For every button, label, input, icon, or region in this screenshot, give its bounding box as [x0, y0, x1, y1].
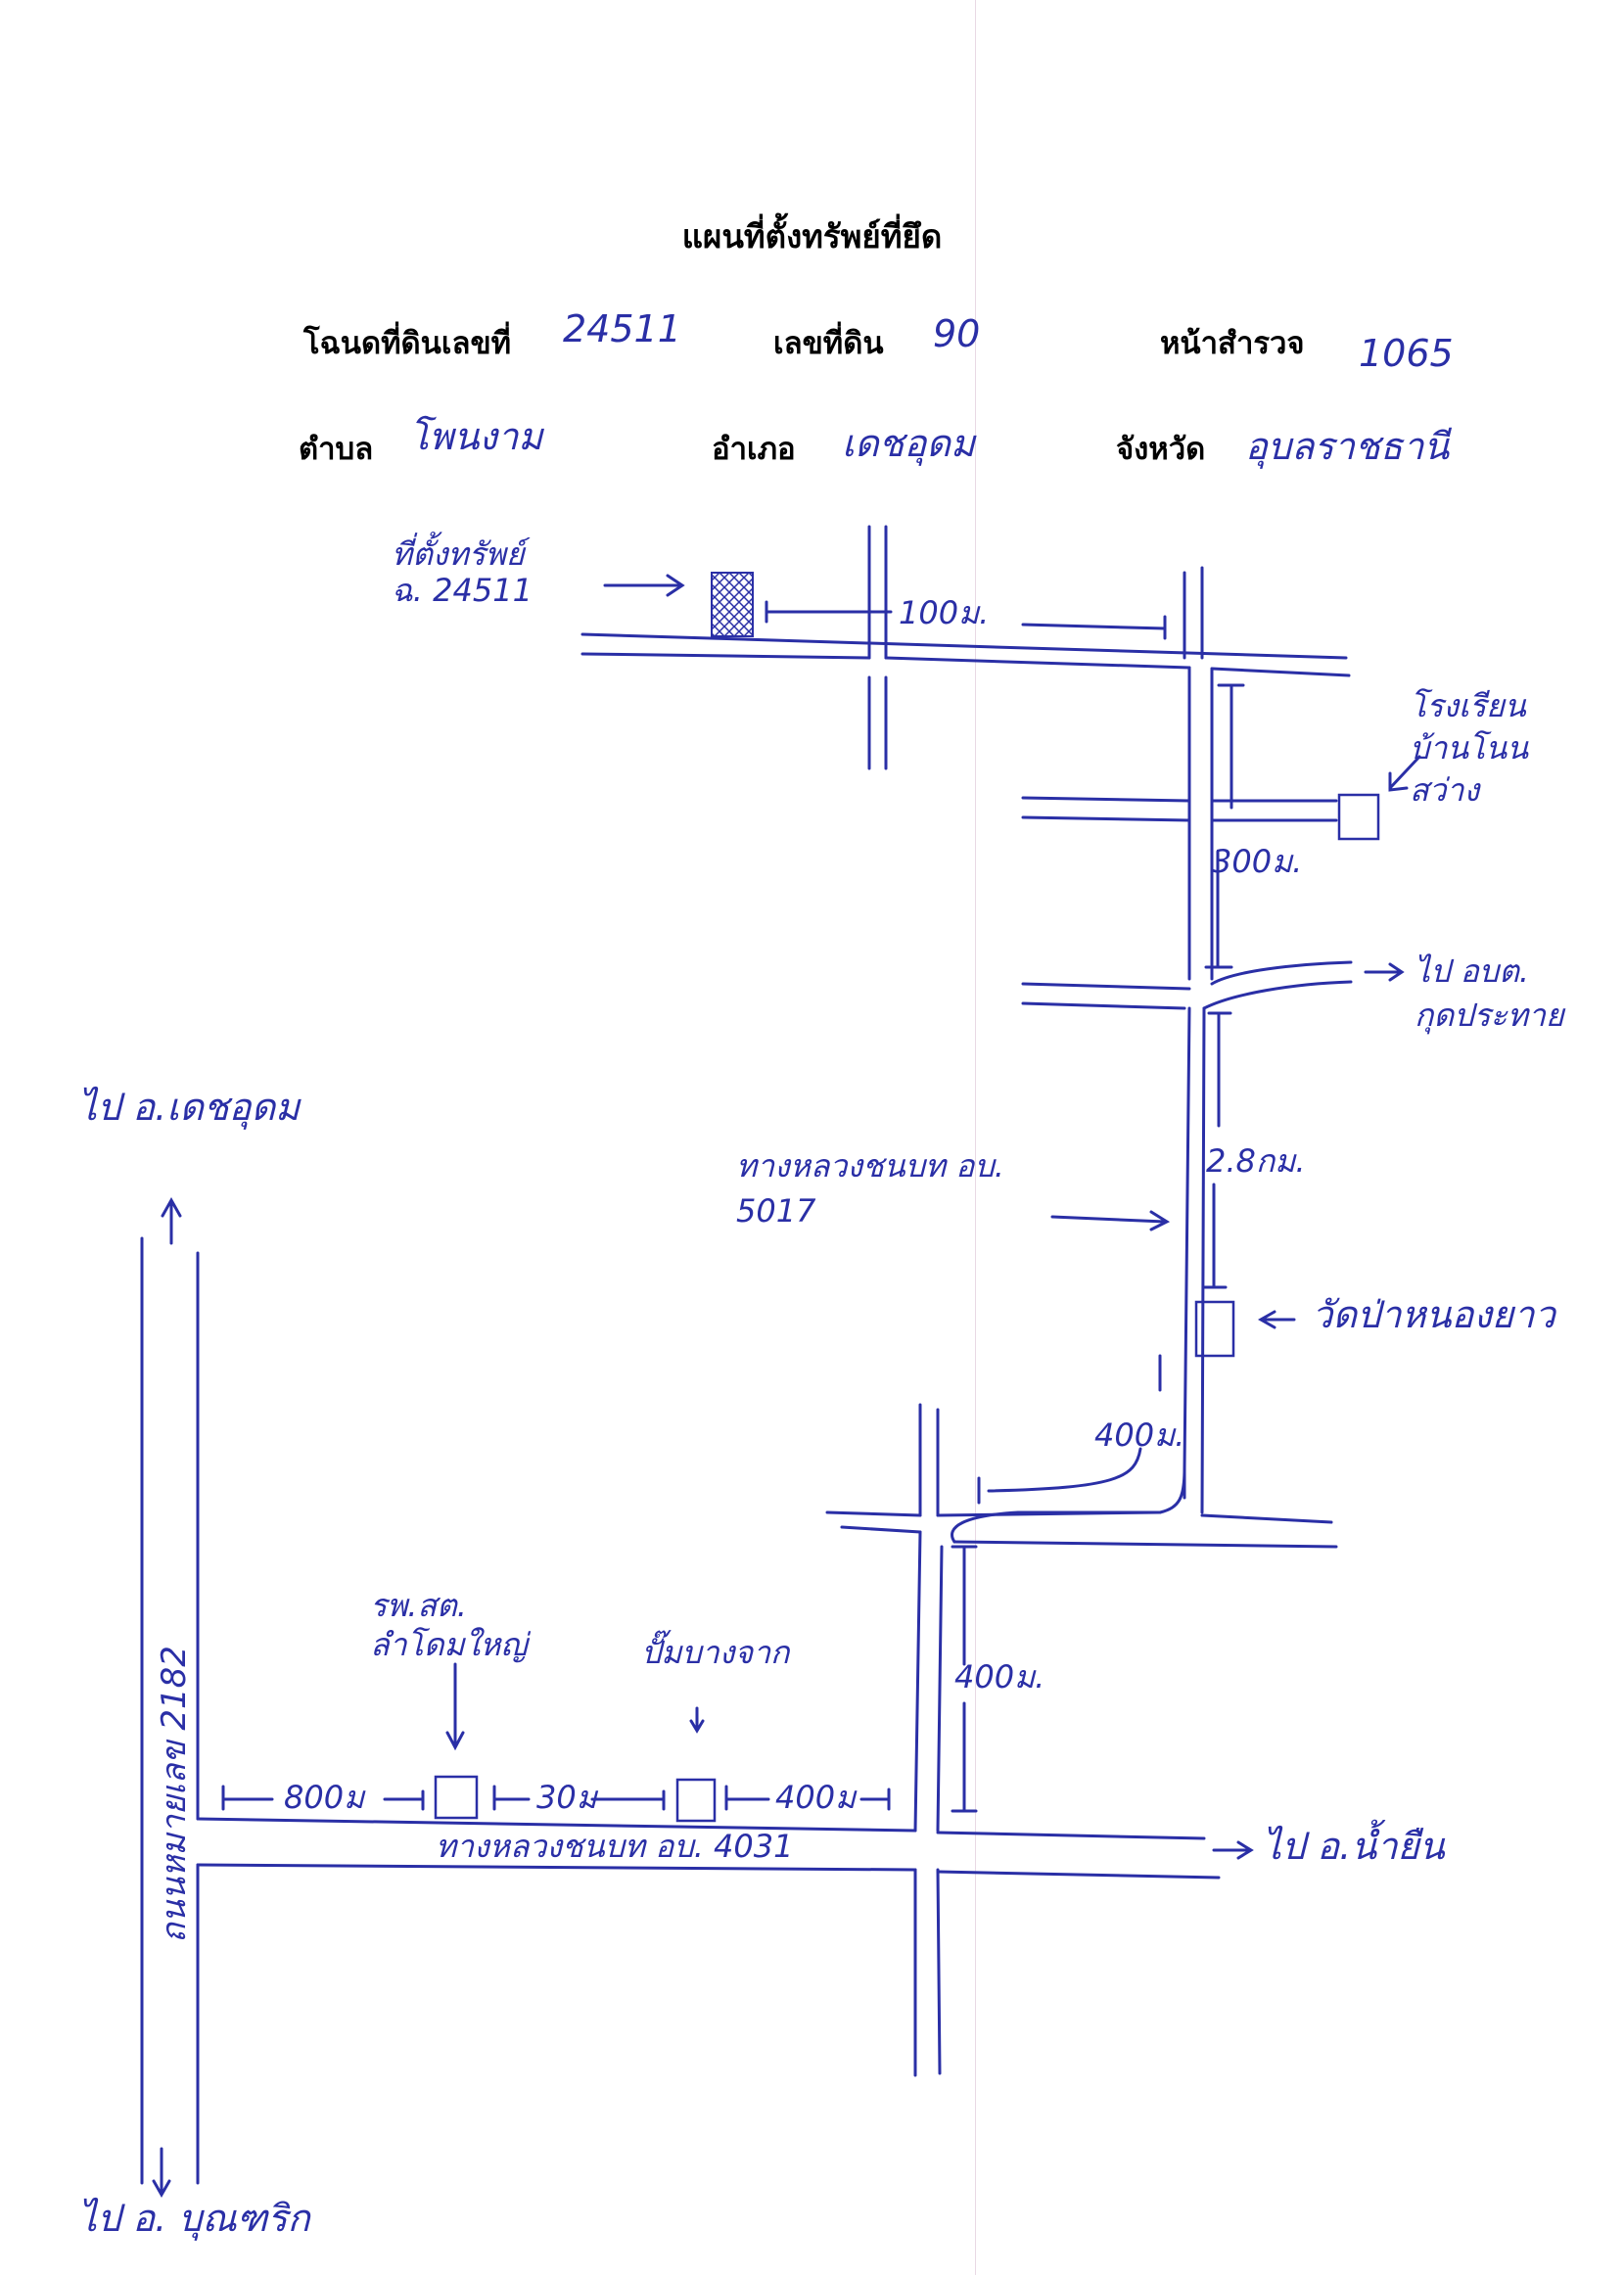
dim-300m-bottom: [1204, 850, 1233, 969]
road-4031-upper: [196, 1817, 1206, 1840]
road-4031-lower: [196, 1863, 1221, 1880]
distance-100m: 100ม.: [899, 594, 990, 631]
kutprathai-road-right-upper: [1210, 960, 1353, 986]
hospital-label: รพ.สต. ลำโดมใหญ่: [370, 1587, 528, 1663]
kutprathai-road-right-lower: [1202, 980, 1353, 1010]
rural-road-5017-label: ทางหลวงชนบท อบ. 5017: [736, 1147, 1004, 1230]
tambon-label: ตำบล: [299, 432, 374, 467]
dim-300m-top: [1217, 683, 1245, 810]
road-5017-arrow: [1050, 1210, 1171, 1231]
tambon-value: โพนงาม: [409, 415, 543, 458]
deed-label: โฉนดที่ดินเลขที่: [303, 326, 512, 361]
page-title: แผนที่ตั้งทรัพย์ที่ยึด: [681, 217, 943, 255]
gas-station-building: [675, 1778, 717, 1823]
temple-arrow: [1257, 1310, 1296, 1329]
arrow-down: [152, 2147, 171, 2199]
temple-label: วัดป่าหนองยาว: [1312, 1293, 1555, 1336]
namyuen-arrow: [1212, 1840, 1254, 1860]
road-5017-bend: [951, 1466, 1186, 1544]
arrow-up: [161, 1196, 182, 1245]
kutprathai-road-left-upper: [1021, 982, 1191, 991]
province-label: จังหวัด: [1116, 432, 1206, 467]
distance-30m: 30ม: [536, 1779, 597, 1816]
lower-road-lower: [840, 1525, 1338, 1549]
land-no-label: เลขที่ดิน: [773, 326, 884, 361]
deed-value: 24511: [563, 307, 681, 350]
dim-800m: [221, 1785, 425, 1811]
dim-400m-road: [724, 1785, 891, 1811]
property-arrow: [603, 574, 685, 597]
property-label: ที่ตั้งทรัพย์ ฉ. 24511: [392, 535, 533, 609]
road-5017-right-edge: [1200, 667, 1214, 1514]
rural-road-4031-label: ทางหลวงชนบท อบ. 4031: [436, 1828, 794, 1865]
distance-400m-road: 400ม: [775, 1779, 857, 1816]
dim-100m: [765, 600, 1167, 640]
school-label: โรงเรียน บ้านโนน สว่าง: [1410, 687, 1529, 810]
hospital-building: [434, 1775, 479, 1820]
dim-400m-vertical: [951, 1545, 978, 1813]
kutprathai-road-left-lower: [1021, 1001, 1186, 1010]
amphoe-value: เดชอุดม: [842, 422, 976, 465]
school-road-lower: [1021, 815, 1338, 822]
connector-road-b: [936, 1408, 944, 2075]
to-dechudom-label: ไป อ.เดชอุดม: [78, 1086, 301, 1129]
top-road-edge-upper: [580, 632, 1348, 660]
school-arrow: [1388, 755, 1421, 792]
school-building: [1337, 793, 1380, 841]
school-road-upper: [1021, 796, 1338, 803]
temple-building: [1194, 1300, 1235, 1358]
connector-road-a: [913, 1403, 922, 2077]
property-marker: [711, 572, 754, 637]
gas-station-label: ปั๊มบางจาก: [641, 1634, 790, 1671]
distance-2-8km: 2.8กม.: [1206, 1142, 1306, 1180]
province-value: อุบลราชธานี: [1245, 425, 1450, 468]
distance-300m: 300ม.: [1212, 843, 1303, 880]
to-buntharik-label: ไป อ. บุณฑริก: [78, 2197, 310, 2240]
dim-400m-curve: [977, 1354, 1162, 1505]
highway-2182-label: ถนนหมายเลข 2182: [155, 1646, 194, 1943]
paper-fold-line: [975, 0, 976, 2275]
road-5017-left-edge: [1183, 666, 1191, 1500]
top-road-edge-lower: [580, 652, 1351, 677]
amphoe-label: อำเภอ: [712, 432, 796, 467]
kutprathai-arrow: [1364, 962, 1405, 982]
hospital-arrow: [445, 1662, 465, 1751]
dim-2-8km-bottom: [1202, 1183, 1228, 1289]
distance-800m: 800ม: [284, 1779, 365, 1816]
to-kutprathai-label: ไป อบต. กุดประทาย: [1415, 952, 1564, 1034]
survey-page-label: หน้าสำรวจ: [1160, 326, 1305, 361]
land-no-value: 90: [933, 312, 981, 355]
distance-400m-vertical: 400ม.: [954, 1658, 1045, 1695]
dim-2-8km-top: [1207, 1011, 1232, 1128]
to-namyuen-label: ไป อ.น้ำยืน: [1263, 1825, 1445, 1868]
dim-30m: [492, 1785, 666, 1811]
distance-400m-curve: 400ม.: [1094, 1416, 1185, 1454]
gas-station-arrow: [689, 1706, 705, 1734]
survey-page-value: 1065: [1359, 332, 1454, 375]
